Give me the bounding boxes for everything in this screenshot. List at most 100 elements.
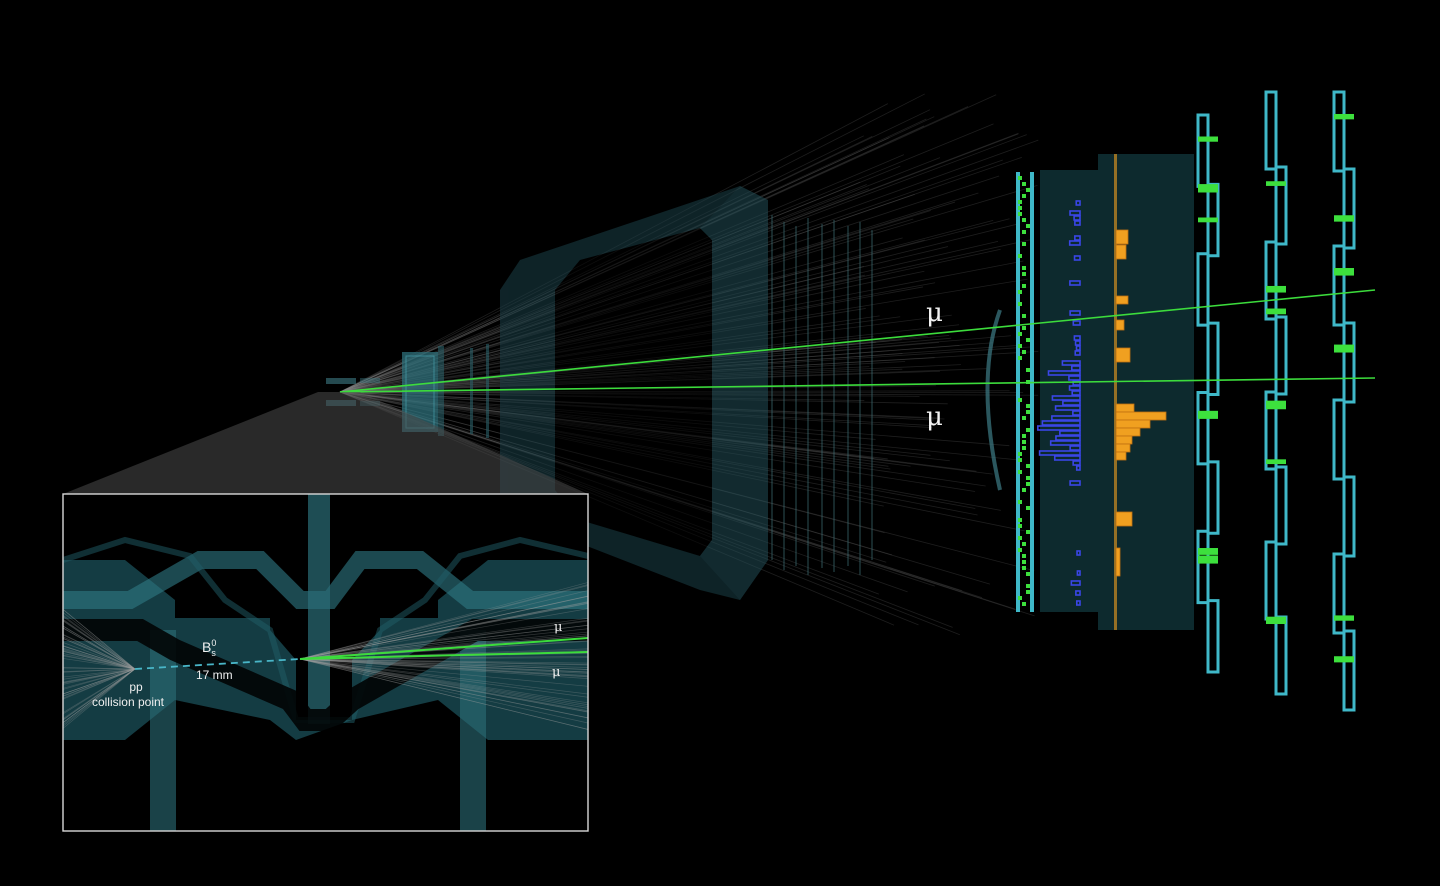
ecal-hit <box>1049 440 1081 446</box>
inset-spray-track <box>63 668 136 680</box>
hcal-hit <box>1115 229 1129 245</box>
inset-spray-track <box>63 668 136 684</box>
muon-tracks <box>339 289 1376 393</box>
hcal-hits <box>1114 154 1167 630</box>
spd-hit <box>1026 506 1030 510</box>
ecal-hits <box>1037 200 1081 606</box>
ecal-hit <box>1075 465 1081 471</box>
spd-hit <box>1018 332 1022 336</box>
inset-spray-track <box>299 658 588 704</box>
inset-spray-track <box>63 668 136 695</box>
spd-hit <box>1018 398 1022 402</box>
inset-spray-track <box>299 628 588 660</box>
ecal-hit <box>1041 420 1081 426</box>
inset-spray-track <box>299 658 588 673</box>
inset-spray-track <box>299 602 588 660</box>
muon-hit <box>1198 555 1218 564</box>
spd-hit <box>1018 536 1022 540</box>
inset-spray-track <box>63 627 136 670</box>
inset-spray-track <box>63 668 136 724</box>
ecal-hit <box>1072 320 1081 326</box>
inset-spray-track <box>63 668 136 697</box>
muon-hit <box>1334 215 1354 222</box>
hcal-hit <box>1115 427 1141 437</box>
inset-spray-track <box>63 615 136 670</box>
spd-hit <box>1022 272 1026 276</box>
muon-hit <box>1266 616 1286 625</box>
muon-chamber <box>1196 391 1210 466</box>
inset-spray-track <box>299 658 588 706</box>
inset-spray-track <box>63 668 136 727</box>
inset-spray-track <box>63 668 136 729</box>
muon-chamber <box>1342 629 1356 712</box>
muon-chamber <box>1342 321 1356 404</box>
inset-spray-track <box>63 609 136 670</box>
hcal-hit <box>1115 411 1167 421</box>
hcal-hit <box>1115 295 1129 305</box>
inset-spray-track <box>63 668 136 690</box>
muon-hit <box>1198 184 1218 193</box>
inset-spray-track <box>299 584 588 660</box>
inset-spray-track <box>63 625 136 670</box>
inset-spray-track <box>299 658 588 674</box>
muon-hit <box>1334 656 1354 663</box>
ecal-hit <box>1062 400 1081 406</box>
spd-hit <box>1022 542 1026 546</box>
inset-spray-track <box>63 645 136 670</box>
inset-spray-track <box>63 668 136 721</box>
spd-hit <box>1022 230 1026 234</box>
ecal-hit <box>1068 385 1081 391</box>
inset-spray-track <box>299 582 588 660</box>
spd-hit <box>1018 344 1022 348</box>
spd-hit <box>1026 590 1030 594</box>
muon-hit <box>1266 285 1286 293</box>
inset-spray-track <box>63 668 136 715</box>
muon-chamber <box>1332 244 1346 327</box>
inset-spray-track <box>63 612 136 670</box>
muon-chamber <box>1264 90 1278 171</box>
spd-hit <box>1022 416 1026 420</box>
spd-hit <box>1026 338 1030 342</box>
bs-flight-path <box>134 658 301 670</box>
ecal-hit <box>1068 240 1081 246</box>
spd-hit <box>1026 476 1030 480</box>
inset-spray-track <box>299 658 588 719</box>
decay-length-label: 17 mm <box>196 668 233 682</box>
ecal-hit <box>1073 335 1081 341</box>
spd-hit <box>1022 560 1026 564</box>
inset-spray-track <box>299 624 588 660</box>
zoom-cone <box>63 392 588 494</box>
inset-spray-track <box>299 619 588 660</box>
spd-hit <box>1018 470 1022 474</box>
inset-spray-track <box>299 658 588 670</box>
hcal-hit <box>1115 244 1127 260</box>
hcal-hit <box>1115 403 1135 413</box>
muon-hit <box>1334 344 1354 353</box>
inset-spray-track <box>299 585 588 660</box>
inset-spray-track <box>63 642 136 670</box>
inset-spray-track <box>299 658 588 670</box>
inset-spray-track <box>63 668 136 713</box>
muon-chamber <box>1206 599 1220 674</box>
spd-hit <box>1022 350 1026 354</box>
ecal-block <box>1040 170 1100 612</box>
inset-spray-track <box>299 596 588 660</box>
spd-hit <box>1018 302 1022 306</box>
ecal-hit <box>1075 200 1081 206</box>
inset-spray-track <box>63 668 136 695</box>
inset-spray-track <box>63 645 136 670</box>
spd-hit <box>1018 176 1022 180</box>
ecal-hit <box>1054 405 1081 411</box>
inset-spray-track <box>299 658 588 673</box>
inset-spray-track <box>63 667 136 670</box>
ecal-hit <box>1070 580 1081 586</box>
muon-chamber <box>1274 615 1288 696</box>
inset-spray-track <box>299 658 588 677</box>
inset-spray-track <box>299 658 588 707</box>
ecal-hit <box>1072 380 1081 386</box>
ecal-hit <box>1053 455 1081 461</box>
spd-hit <box>1018 212 1022 216</box>
inset-spray-track <box>299 617 588 660</box>
spd-hit <box>1022 314 1026 318</box>
